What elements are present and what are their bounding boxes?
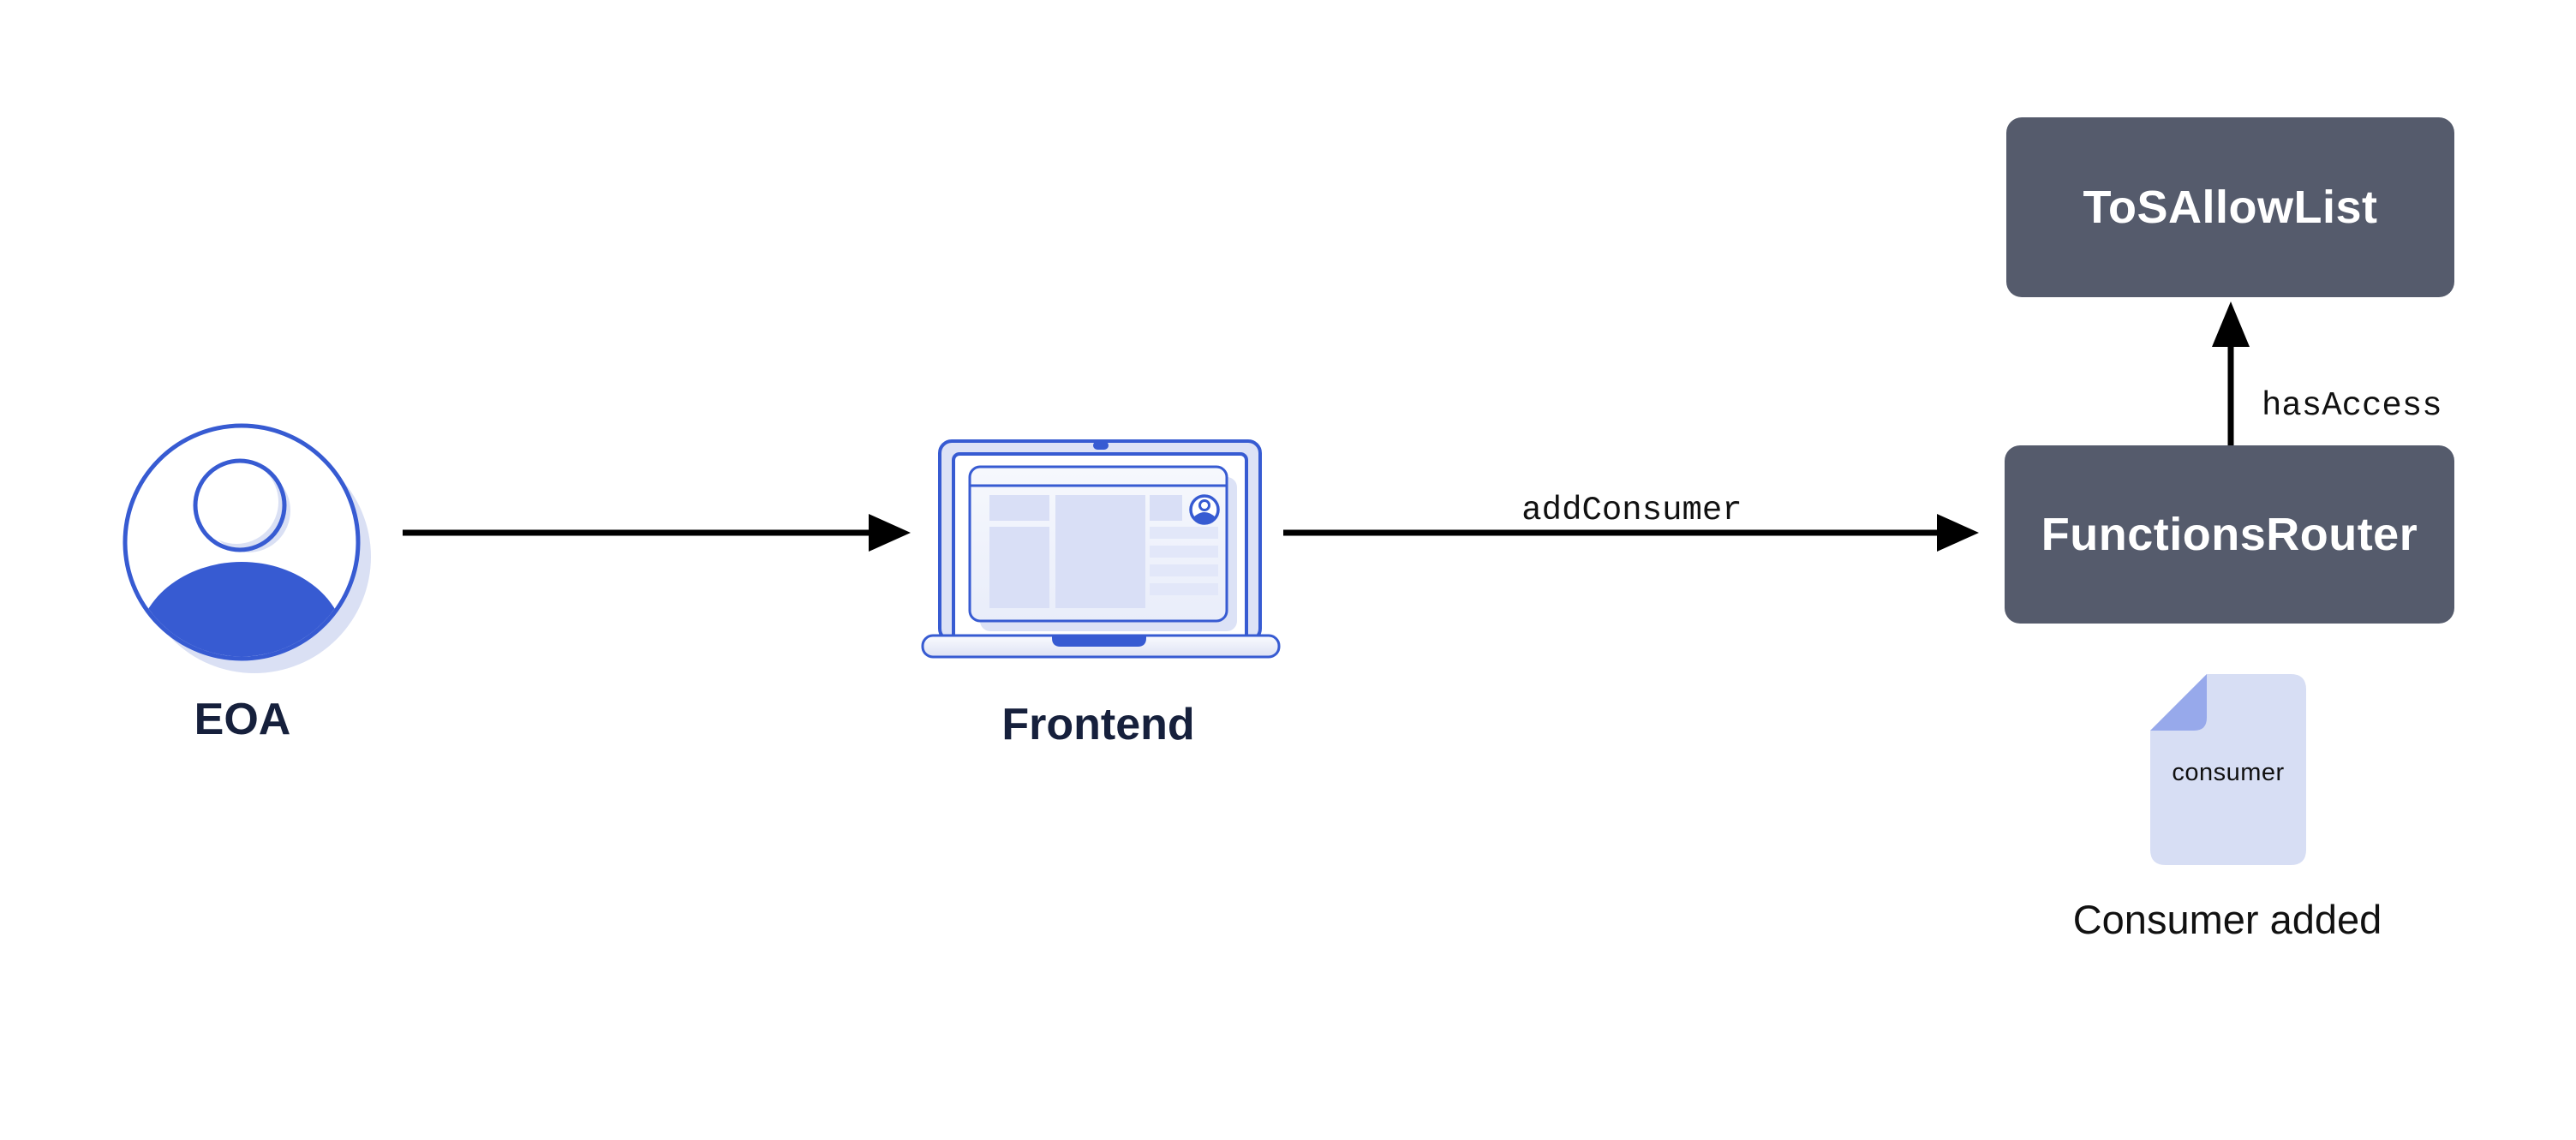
document-file-label: consumer <box>2172 759 2285 786</box>
document-fold <box>2150 674 2207 731</box>
eoa-label: EOA <box>194 695 291 744</box>
text-row-4 <box>1150 583 1218 595</box>
text-row-3 <box>1150 564 1218 576</box>
browser-user-icon <box>1189 494 1220 525</box>
text-row-1 <box>1150 527 1218 539</box>
edge-label-has-access: hasAccess <box>2262 387 2442 425</box>
text-row-2 <box>1150 546 1218 558</box>
arrow-router-to-allowlist <box>2212 301 2250 445</box>
node-functions-router: FunctionsRouter <box>2005 445 2454 624</box>
head-fill <box>194 460 278 544</box>
edge-label-add-consumer: addConsumer <box>1521 492 1742 529</box>
arrow-frontend-to-router <box>1283 514 1979 552</box>
right-block <box>1150 495 1182 521</box>
webcam-icon <box>1093 441 1109 450</box>
sidebar-block-main <box>989 527 1049 608</box>
tos-allow-list-label: ToSAllowList <box>2083 182 2378 233</box>
frontend-label: Frontend <box>1001 700 1195 749</box>
laptop-notch <box>1052 636 1146 647</box>
eoa-avatar-icon <box>123 423 371 673</box>
avatar-shoulders <box>137 562 346 657</box>
arrow-eoa-to-frontend <box>403 514 911 552</box>
frontend-laptop-icon <box>921 439 1281 659</box>
consumer-document-icon <box>2150 674 2306 865</box>
sidebar-block-top <box>989 495 1049 521</box>
node-tos-allow-list: ToSAllowList <box>2006 117 2454 297</box>
avatar-head <box>193 458 287 552</box>
content-block <box>1055 495 1145 608</box>
consumer-added-caption: Consumer added <box>2072 897 2382 942</box>
functions-router-label: FunctionsRouter <box>2041 509 2418 560</box>
